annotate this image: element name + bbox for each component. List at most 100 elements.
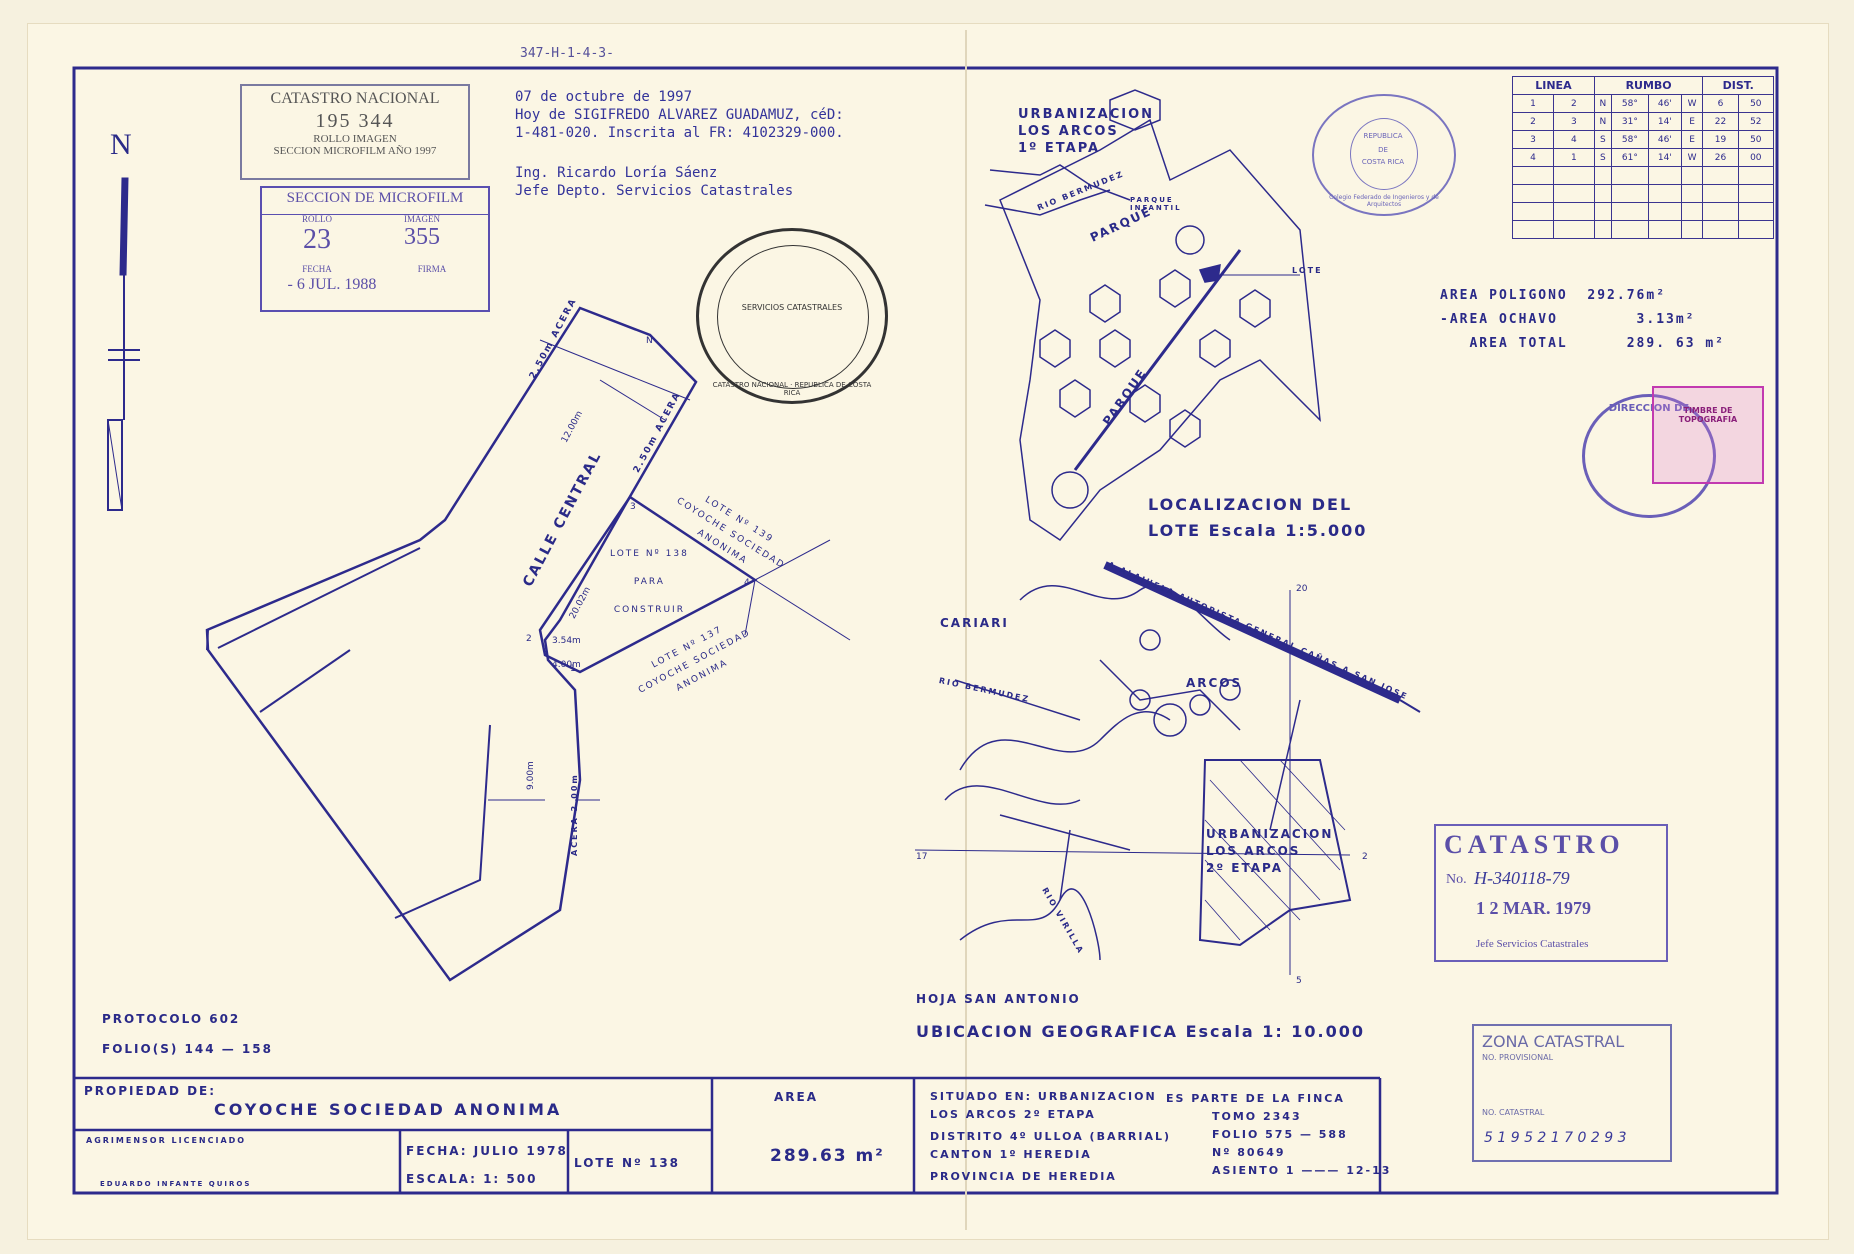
cell: 2 — [1552, 94, 1595, 113]
tb-provincia: PROVINCIA DE HEREDIA — [930, 1170, 1117, 1183]
tb-area-value: 289.63 m² — [770, 1146, 885, 1166]
loc-title: LOCALIZACION DEL LOTE Escala 1:5.000 — [1148, 492, 1367, 544]
catastro-stamp-no: No. — [1446, 872, 1467, 887]
cell: 58° — [1610, 94, 1649, 113]
catastro-stamp-date: 1 2 MAR. 1979 — [1476, 898, 1591, 918]
tb-finca-label: ES PARTE DE LA FINCA — [1166, 1092, 1345, 1105]
catastro-stamp: CATASTRO No. H-340118-79 1 2 MAR. 1979 J… — [1434, 824, 1668, 962]
catastro-stamp-number: H-340118-79 — [1474, 868, 1570, 888]
ubic-grid-2: 2 — [1362, 852, 1368, 862]
cell: 50 — [1737, 130, 1775, 149]
fecha-value: - 6 JUL. 1988 — [287, 276, 377, 293]
tb-eduardo: EDUARDO INFANTE QUIROS — [100, 1180, 252, 1188]
tb-situado: SITUADO EN: URBANIZACION LOS ARCOS 2º ET… — [930, 1088, 1171, 1186]
cell: 50 — [1737, 94, 1775, 113]
tb-tomo: TOMO 2343 — [1212, 1110, 1302, 1123]
zona-catastral-stamp: ZONA CATASTRAL NO. PROVISIONAL NO. CATAS… — [1472, 1024, 1672, 1162]
loc-urbanizacion: URBANIZACION LOS ARCOS 1º ETAPA — [1018, 106, 1154, 157]
colegio-inner3: COSTA RICA — [1361, 158, 1405, 166]
rollo-value: 23 — [303, 224, 331, 255]
catastro-round-seal: SERVICIOS CATASTRALES CATASTRO NACIONAL … — [696, 228, 888, 404]
tb-folio: FOLIO 575 — 588 — [1212, 1128, 1348, 1141]
cell: 2 — [1512, 112, 1554, 131]
header-linea: LINEA — [1512, 76, 1595, 95]
plan-point-4: 4 — [744, 578, 750, 588]
cell: 3 — [1512, 130, 1554, 149]
note-line2: 1-481-020. Inscrita al FR: 4102329-000. — [515, 125, 844, 141]
ubic-urbanizacion: URBANIZACION LOS ARCOS 2º ETAPA — [1206, 826, 1333, 877]
cell: 26 — [1702, 148, 1739, 167]
ubic-hoja: HOJA SAN ANTONIO — [916, 992, 1081, 1006]
cell: 46' — [1647, 130, 1682, 149]
tb-distrito: DISTRITO 4º ULLOA (BARRIAL) — [930, 1130, 1172, 1143]
cell: 6 — [1702, 94, 1739, 113]
folio-line: FOLIO(S) 144 — 158 — [102, 1042, 273, 1056]
cell: E — [1680, 130, 1704, 149]
loc-title-line2: LOTE Escala 1:5.000 — [1148, 521, 1368, 540]
header-dist: DIST. — [1702, 76, 1774, 95]
firma-label: FIRMA — [417, 264, 447, 274]
tb-asiento: ASIENTO 1 ——— 12-13 — [1212, 1164, 1392, 1177]
area-poligono-value: 292.76m² — [1587, 288, 1667, 303]
area-total-value: 289. 63 m² — [1626, 336, 1726, 351]
direccion-seal: DIRECCION DE — [1582, 394, 1716, 518]
plan-point-2: 2 — [526, 634, 532, 644]
cell: 1 — [1552, 148, 1595, 167]
sheet-border — [72, 66, 1779, 1195]
zona-catastral-label: NO. CATASTRAL — [1482, 1108, 1545, 1117]
table-row — [1512, 202, 1775, 221]
timbre-stamp: TIMBRE DE TOPOGRAFIA — [1652, 386, 1764, 484]
cell: W — [1680, 148, 1704, 167]
cell: 22 — [1702, 112, 1739, 131]
colegio-seal: REPUBLICA DE COSTA RICA Colegio Federado… — [1312, 94, 1456, 216]
cell: 14' — [1647, 148, 1682, 167]
cell: N — [1593, 112, 1612, 131]
cell: E — [1680, 112, 1704, 131]
loc-parque-infantil: PARQUE INFANTIL — [1130, 196, 1182, 212]
north-label: N — [110, 128, 132, 161]
protocolo-line: PROTOCOLO 602 — [102, 1012, 241, 1026]
table-row — [1512, 220, 1775, 239]
protocolo: PROTOCOLO 602 FOLIO(S) 144 — 158 — [102, 1004, 273, 1064]
stamp-number: 195 344 — [315, 110, 395, 132]
cell: 3 — [1552, 112, 1595, 131]
header-rumbo: RUMBO — [1593, 76, 1704, 95]
loc-lote: LOTE — [1292, 266, 1323, 275]
direccion-text: DIRECCION DE — [1608, 403, 1690, 414]
zona-provisional: NO. PROVISIONAL — [1482, 1053, 1554, 1062]
tb-situado-line1: SITUADO EN: URBANIZACION — [930, 1090, 1157, 1103]
location-map — [984, 89, 1321, 542]
tb-numero: Nº 80649 — [1212, 1146, 1286, 1159]
plan-point-3: 3 — [630, 502, 636, 512]
cell: 46' — [1647, 94, 1682, 113]
plan-dim-354: 3.54m — [552, 636, 581, 646]
loc-urb-line1: URBANIZACION — [1018, 107, 1155, 122]
plan-north-mark: N — [646, 336, 653, 346]
note-sig2: Jefe Depto. Servicios Catastrales — [515, 183, 794, 199]
reference-number: 347-H-1-4-3- — [520, 46, 614, 61]
stamp-line1: ROLLO IMAGEN — [313, 133, 397, 145]
seal-inner-text: SERVICIOS CATASTRALES — [741, 303, 843, 312]
ubic-arcos: ARCOS — [1186, 676, 1243, 690]
cell: 19 — [1702, 130, 1739, 149]
microfilm-title: SECCION DE MICROFILM — [286, 190, 464, 206]
area-total-label: AREA TOTAL — [1469, 336, 1568, 351]
microfilm-stamp: SECCION DE MICROFILM ROLLO 23 IMAGEN 355… — [260, 186, 490, 312]
area-poligono-label: AREA POLIGONO — [1440, 288, 1568, 303]
table-row — [1512, 184, 1775, 203]
tb-area-label: AREA — [774, 1090, 819, 1104]
tb-canton: CANTON 1º HEREDIA — [930, 1148, 1092, 1161]
ubic-urb-line1: URBANIZACION — [1206, 827, 1334, 841]
tb-fecha: FECHA: JULIO 1978 — [406, 1144, 568, 1158]
colegio-outer: Colegio Federado de Ingenieros y de Arqu… — [1329, 194, 1439, 208]
ubic-title: UBICACION GEOGRAFICA Escala 1: 10.000 — [916, 1022, 1366, 1041]
imagen-value: 355 — [404, 224, 440, 250]
note-line1: Hoy de SIGIFREDO ALVAREZ GUADAMUZ, céD: — [515, 107, 844, 123]
north-arrow-icon — [107, 177, 140, 511]
ubic-urb-line2: LOS ARCOS — [1206, 844, 1301, 858]
rumbo-header-row: LINEA RUMBO DIST. — [1512, 76, 1774, 95]
